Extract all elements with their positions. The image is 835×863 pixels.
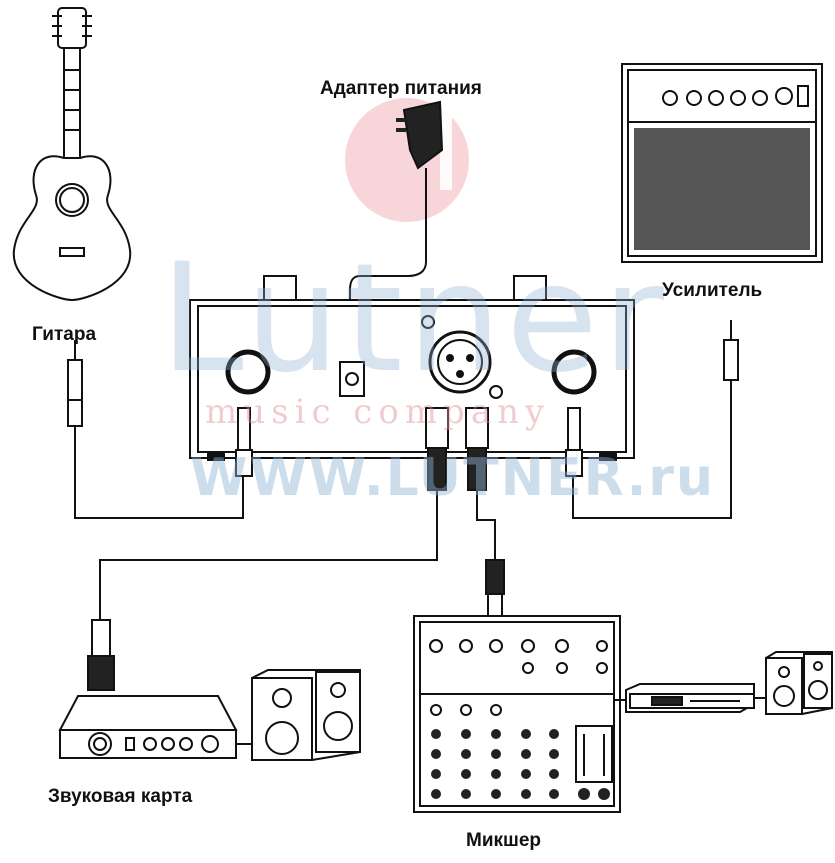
sound-card-icon bbox=[58, 619, 252, 759]
mixer-icon bbox=[413, 559, 626, 813]
sound-card-speakers-icon bbox=[251, 669, 361, 761]
amplifier-cable bbox=[572, 320, 739, 519]
xlr-cables bbox=[99, 490, 496, 620]
power-amp-icon bbox=[625, 683, 766, 713]
guitar-icon bbox=[12, 7, 132, 302]
device-plugs bbox=[235, 407, 583, 491]
guitar-cable bbox=[67, 340, 244, 519]
power-adapter-label: Адаптер питания bbox=[320, 78, 482, 99]
amplifier-label: Усилитель bbox=[662, 280, 763, 301]
mixer-label: Микшер bbox=[466, 830, 542, 851]
sound-card-label: Звуковая карта bbox=[48, 786, 193, 807]
main-device bbox=[189, 275, 635, 461]
amplifier-icon bbox=[621, 63, 823, 263]
guitar-label: Гитара bbox=[32, 324, 97, 345]
mixer-speakers-icon bbox=[765, 651, 833, 715]
